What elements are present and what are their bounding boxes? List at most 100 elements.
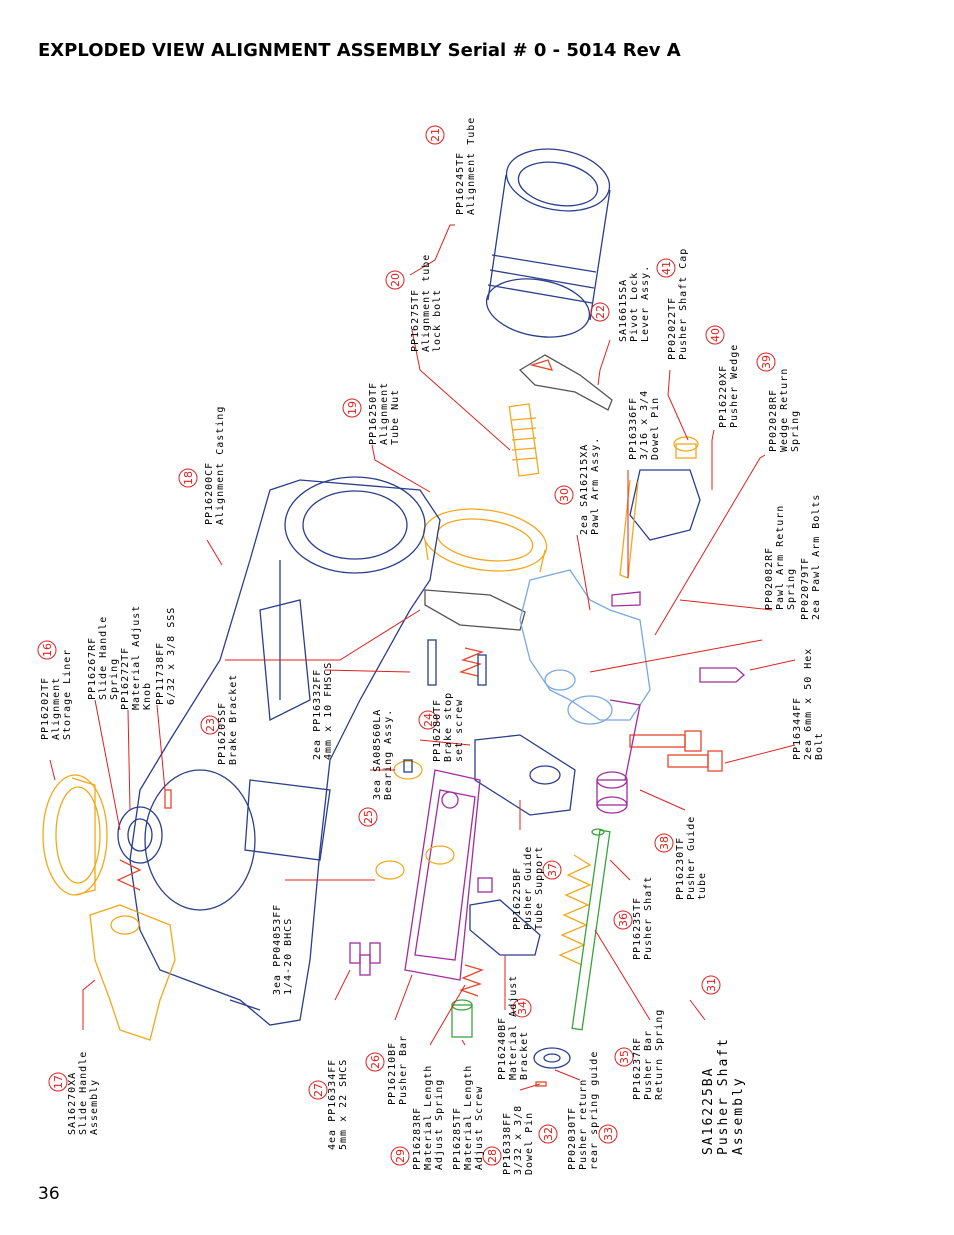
- svg-text:4ea PP16334FF5mm x 22 SHCS: 4ea PP16334FF5mm x 22 SHCS: [327, 1059, 349, 1150]
- callout-number: 31: [705, 978, 718, 992]
- callout-number: 35: [618, 1050, 631, 1064]
- svg-text:PP16338FF3/32 x 3/8Dowel Pin: PP16338FF3/32 x 3/8Dowel Pin: [502, 1105, 535, 1175]
- callout-label-line: Pawl Arm Assy.: [590, 437, 601, 535]
- callout-number: 20: [389, 273, 402, 287]
- brake-bracket-drawing: [424, 589, 526, 631]
- callout-label-line: Spring: [786, 568, 797, 610]
- callout-number: 40: [709, 328, 722, 342]
- svg-text:PP11738FF6/32 x 3/8 SSS: PP11738FF6/32 x 3/8 SSS: [155, 607, 177, 705]
- callout-label-line: PP16202TF: [40, 677, 51, 740]
- callout-number: 33: [602, 1127, 615, 1141]
- callout-label-line: Pusher Shaft Cap: [678, 248, 689, 360]
- alignment-tube-nut-drawing: [422, 508, 548, 573]
- callout-label-line: PP16245TF: [455, 152, 466, 215]
- callout-number: 38: [658, 836, 671, 850]
- callout-number: 23: [204, 718, 217, 732]
- svg-text:PP16200CFAlignment Casting: PP16200CFAlignment Casting: [204, 406, 226, 525]
- callout-label-line: Pusher Bar: [398, 1035, 409, 1105]
- svg-text:PP02030TFPusher returnrear spr: PP02030TFPusher returnrear spring guide: [567, 1051, 600, 1170]
- callout-label-line: Assembly: [89, 1079, 100, 1135]
- svg-text:PP16267RFSlide HandleSpring: PP16267RFSlide HandleSpring: [87, 616, 120, 700]
- svg-text:2ea SA16215XAPawl Arm Assy.: 2ea SA16215XAPawl Arm Assy.: [579, 437, 601, 535]
- rear-spring-guide-drawing: [533, 1047, 571, 1069]
- callout-label-line: PP16272TF: [120, 647, 131, 710]
- callout-label-line: Alignment Casting: [215, 406, 226, 525]
- callout-label-line: Pusher Bar: [643, 1030, 654, 1100]
- callout-label-line: 2ea 6mm x 50 Hex: [803, 648, 814, 760]
- adjust-knob-drawing: [116, 789, 172, 891]
- callout-label-line: Dowel Pin: [650, 397, 661, 460]
- svg-text:3ea SA08560LABearing Assy.: 3ea SA08560LABearing Assy.: [372, 709, 394, 800]
- callout-label-line: PP16283RF: [412, 1107, 423, 1170]
- callout-label-line: PP16280TF: [432, 699, 443, 762]
- callout-label-line: Alignment Tube: [466, 117, 477, 215]
- callout-number: 17: [52, 1075, 65, 1089]
- alignment-casting-drawing: [129, 476, 441, 1026]
- svg-text:PP16245TFAlignment Tube: PP16245TFAlignment Tube: [455, 117, 477, 215]
- callout-label-line: 2ea SA16215XA: [579, 444, 590, 535]
- callout-label-line: Pusher Guide: [686, 816, 697, 900]
- callout-number: 32: [542, 1127, 555, 1141]
- callout-label-line: Spring: [109, 658, 120, 700]
- svg-text:SA16615SAPivot LockLever Assy.: SA16615SAPivot LockLever Assy.: [618, 265, 651, 342]
- callout-label-line: 3ea PP04053FF: [272, 904, 283, 995]
- callout-numbers: 21 20 22 41 40 39 19 18 30 16 23 24 25 3…: [37, 125, 776, 1166]
- callout-label-line: PP02030TF: [567, 1107, 578, 1170]
- callout-label-line: Material Adjust: [131, 605, 142, 710]
- pusher-shaft-drawing: [571, 828, 611, 1031]
- svg-text:PP16285TFMaterial LengthAdjust: PP16285TFMaterial LengthAdjust Screw: [452, 1065, 485, 1170]
- callout-label-line: Material Adjust: [508, 975, 519, 1080]
- callout-number: 30: [558, 488, 571, 502]
- pusher-wedge-drawing: [619, 436, 701, 579]
- callout-label-line: 3/16 x 3/4: [639, 390, 650, 460]
- callout-label-line: PP16250TF: [368, 382, 379, 445]
- callout-label-line: Dowel Pin: [524, 1112, 535, 1175]
- svg-text:PP16275TFAlignment tubelock bo: PP16275TFAlignment tubelock bolt: [410, 254, 443, 352]
- callout-label-line: set screw: [454, 699, 465, 762]
- callout-label-line: Material Length: [423, 1065, 434, 1170]
- callout-number: 29: [394, 1149, 407, 1163]
- small-hardware-drawing: [427, 639, 547, 1087]
- callout-label-line: Brake Bracket: [228, 674, 239, 765]
- callout-label-line: Pusher return: [578, 1079, 589, 1170]
- callout-label-line: Slide Handle: [98, 616, 109, 700]
- callout-label-line: 3ea SA08560LA: [372, 709, 383, 800]
- callout-label-line: Tube Support: [534, 846, 545, 930]
- guide-tube-support-drawing: [474, 734, 576, 816]
- pivot-lock-lever-drawing: [518, 354, 613, 411]
- callout-label-line: 1/4-20 BHCS: [283, 918, 294, 995]
- callout-number: 39: [760, 355, 773, 369]
- storage-liner-drawing: [42, 774, 108, 896]
- callout-label-line: PP16336FF: [628, 397, 639, 460]
- shcs-screws-drawing: [349, 877, 493, 976]
- callout-label-line: Alignment tube: [421, 254, 432, 352]
- hex-bolts-drawing: [629, 667, 745, 772]
- svg-text:PP16240BFMaterial AdjustBracke: PP16240BFMaterial AdjustBracket: [497, 975, 530, 1080]
- svg-text:PP16272TFMaterial AdjustKnob: PP16272TFMaterial AdjustKnob: [120, 605, 153, 710]
- adjust-screw-drawing: [451, 999, 473, 1038]
- page-number: 36: [38, 1184, 60, 1204]
- alignment-tube-drawing: [485, 148, 611, 338]
- callout-number: 24: [422, 713, 435, 727]
- callout-label-line: PP02082RF: [764, 547, 775, 610]
- callout-label-line: lock bolt: [432, 289, 443, 352]
- svg-text:PP16230TFPusher Guidetube: PP16230TFPusher Guidetube: [675, 816, 708, 900]
- bearing-drawings: [375, 759, 455, 880]
- callout-label-line: PP02028RF: [768, 389, 779, 452]
- callout-label-line: PP16344FF: [792, 697, 803, 760]
- callout-label-line: PP16237RF: [632, 1037, 643, 1100]
- callout-label-line: PP11738FF: [155, 642, 166, 705]
- callout-label-line: PP16225BF: [512, 867, 523, 930]
- callout-label-line: 2ea Pawl Arm Bolts: [811, 494, 822, 620]
- callout-label-line: Brake stop: [443, 692, 454, 762]
- svg-text:PP02082RFPawl Arm ReturnSpring: PP02082RFPawl Arm ReturnSpring: [764, 505, 797, 610]
- svg-text:PP16344FF2ea 6mm x 50 HexBolt: PP16344FF2ea 6mm x 50 HexBolt: [792, 648, 825, 760]
- callout-label-line: Adjust Screw: [474, 1086, 485, 1170]
- pusher-guide-tube-drawing: [596, 699, 641, 814]
- callout-number: 27: [312, 1083, 325, 1097]
- svg-text:PP16280TFBrake stopset screw: PP16280TFBrake stopset screw: [432, 692, 465, 762]
- lock-bolt-drawing: [508, 403, 540, 477]
- svg-text:PP16336FF3/16 x 3/4Dowel Pin: PP16336FF3/16 x 3/4Dowel Pin: [628, 390, 661, 460]
- callout-label-line: Assembly: [731, 1076, 746, 1155]
